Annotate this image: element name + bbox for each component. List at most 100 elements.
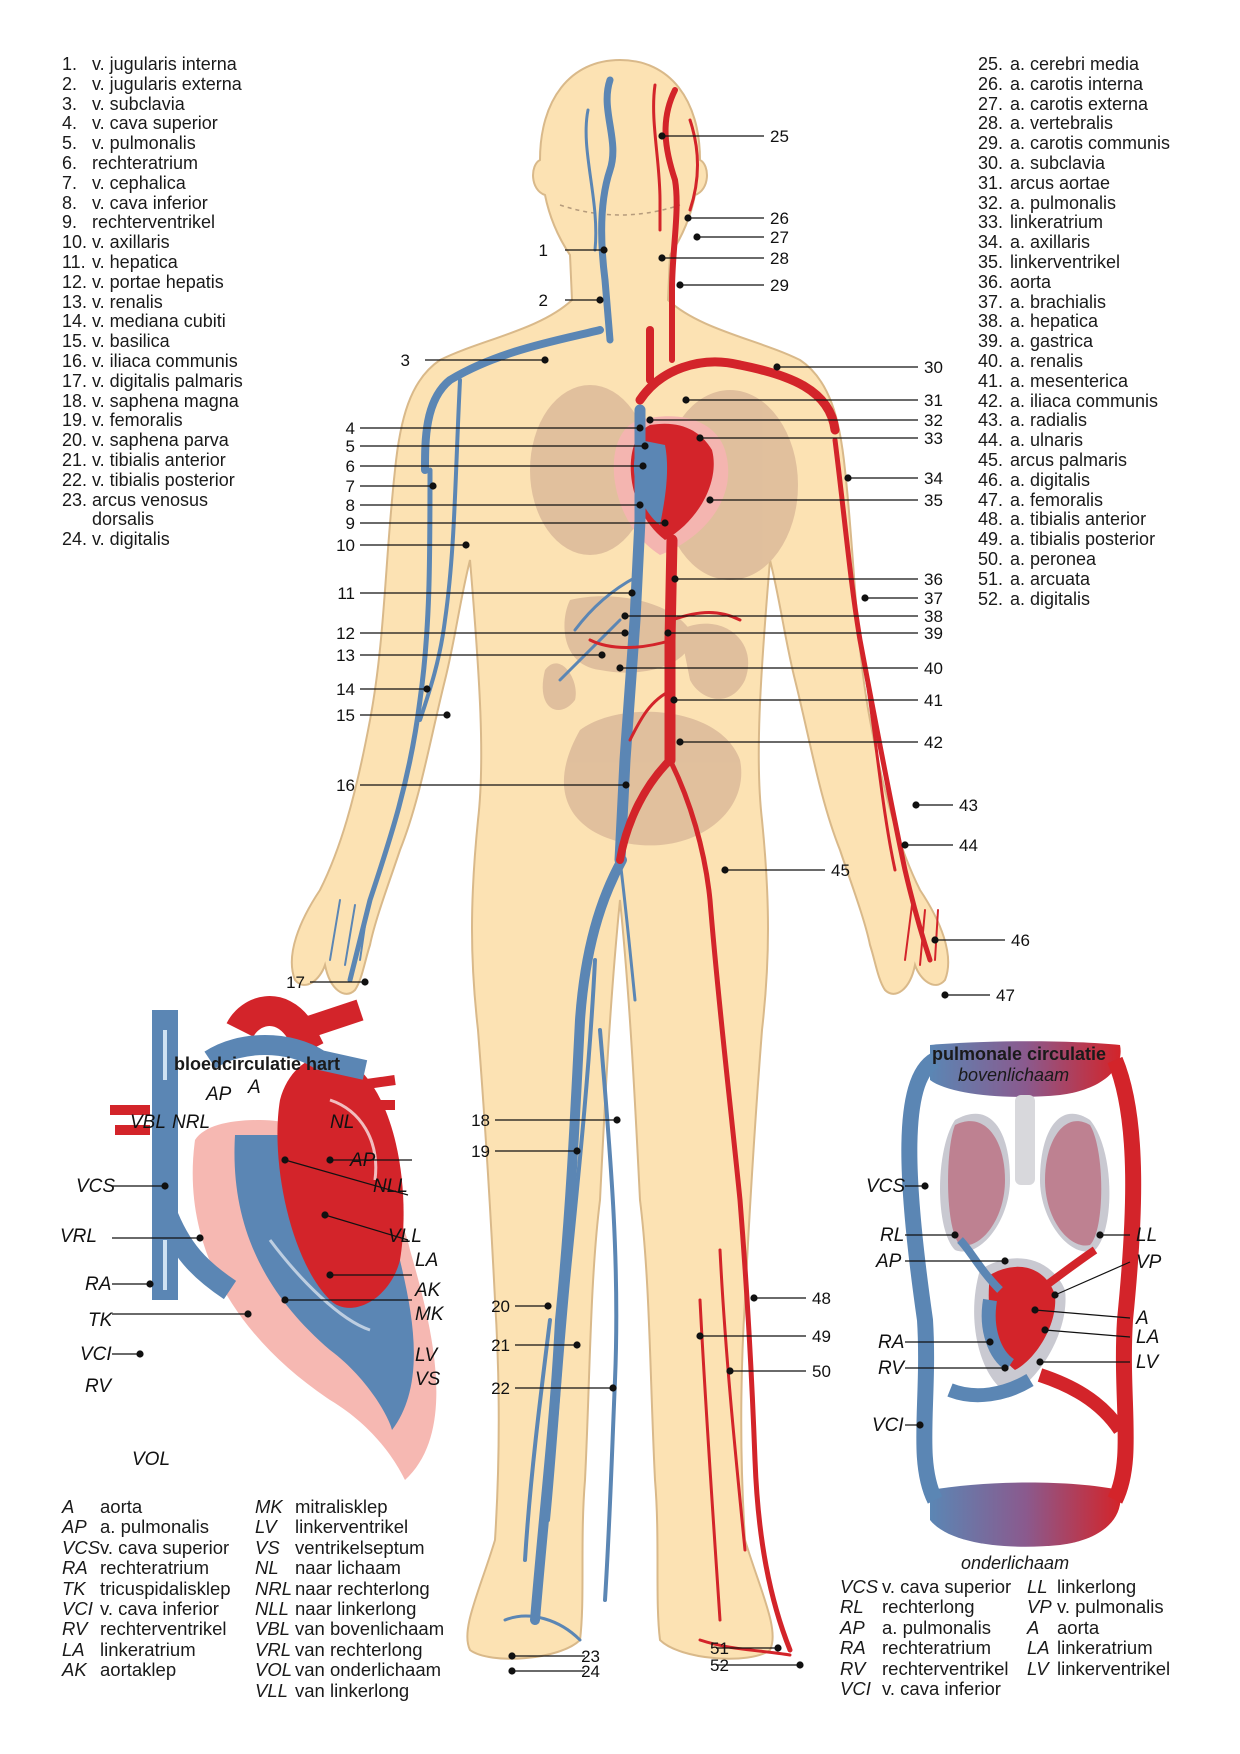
label-ap: AP [349, 1150, 376, 1171]
abbr-item-text: linkerventrikel [295, 1516, 409, 1538]
abbr-item-key: MK [255, 1496, 283, 1517]
legend-item-text: rechterventrikel [92, 212, 216, 233]
label-vci: VCI [80, 1344, 112, 1365]
label-vcs: VCS [866, 1176, 905, 1197]
legend-item-key: 19. [62, 410, 88, 431]
legend-item: 23.arcus venosus [62, 489, 243, 511]
legend-item-key: 12. [62, 271, 88, 292]
legend-item-key: 47. [978, 489, 1004, 510]
legend-item-key: 36. [978, 271, 1004, 292]
label-15: 15 [336, 706, 355, 725]
legend-item: 36.aorta [978, 271, 1170, 293]
label-vrl: VRL [60, 1226, 97, 1247]
legend-item-text: a. gastrica [1010, 331, 1094, 352]
legend-item-text: v. hepatica [92, 251, 178, 272]
abbr-item-key: TK [62, 1577, 86, 1599]
abbr-item-text: v. pulmonalis [1057, 1596, 1164, 1618]
label-vol: VOL [132, 1449, 170, 1470]
legend-item: 27.a. carotis externa [978, 93, 1170, 115]
legend-item: 5.v. pulmonalis [62, 133, 243, 154]
label-ra: RA [878, 1332, 904, 1353]
body-number-labels: 1234567891011121314151617181920212223242… [286, 127, 1030, 1681]
legend-item: 3.v. subclavia [62, 93, 243, 115]
legend-item: 13.v. renalis [62, 292, 243, 313]
legend-item-text: a. pulmonalis [1010, 192, 1117, 213]
legend-item-text: a. cerebri media [1010, 54, 1140, 74]
legend-item: 26.a. carotis interna [978, 74, 1170, 95]
abbr-item-text: van bovenlichaam [295, 1618, 445, 1640]
abbr-item-key: VCI [840, 1678, 871, 1700]
legend-item-text: v. jugularis externa [92, 73, 242, 94]
legend-item: 1.v. jugularis interna [62, 54, 243, 75]
legend-item: 6.rechteratrium [62, 153, 243, 174]
legend-item: 49.a. tibialis posterior [978, 529, 1170, 550]
legend-item-text: arcus venosus [92, 489, 209, 510]
legend-item-key: 15. [62, 331, 88, 352]
label-18: 18 [471, 1111, 490, 1130]
label-46: 46 [1011, 931, 1030, 950]
label-1: 1 [539, 241, 548, 260]
legend-item-key: 42. [978, 390, 1004, 411]
legend-item-key: 2. [62, 73, 78, 94]
legend-item-text: a. radialis [1010, 410, 1088, 431]
label-38: 38 [924, 607, 943, 626]
abbr-item-key: VS [255, 1536, 280, 1558]
legend-item-key: 33. [978, 212, 1004, 233]
label-27: 27 [770, 228, 789, 247]
abbr-item-key: AP [840, 1616, 865, 1638]
label-nrl: NRL [172, 1112, 210, 1133]
legend-item-text: v. basilica [92, 331, 170, 352]
abbr-item-key: RA [840, 1637, 866, 1659]
label-28: 28 [770, 249, 789, 268]
legend-item-text: linkerventrikel [1010, 251, 1121, 272]
abbr-item-key: LA [1027, 1637, 1050, 1659]
legend-item-text: a. subclavia [1010, 152, 1106, 173]
legend-item-text: a. tibialis posterior [1010, 529, 1156, 550]
abbr-item-text: rechterventrikel [882, 1657, 1009, 1679]
label-10: 10 [336, 536, 355, 555]
legend-item-key: 1. [62, 54, 78, 74]
label-vci: VCI [872, 1415, 904, 1436]
legend-item-key: 27. [978, 93, 1004, 114]
legend-item-text: v. saphena magna [92, 390, 239, 411]
legend-item-key: 8. [62, 192, 78, 213]
legend-item-key: 23. [62, 489, 88, 510]
legend-item-text: v. axillaris [92, 232, 170, 253]
legend-item: 21.v. tibialis anterior [62, 449, 243, 471]
legend-item: 33. linkeratrium [978, 213, 1170, 233]
veins [329, 76, 646, 1642]
abbr-item-text: van linkerlong [295, 1679, 410, 1701]
legend-item-key: 46. [978, 469, 1004, 490]
abbr-item-key: RV [840, 1657, 866, 1679]
abbr-item-key: VBL [255, 1618, 290, 1640]
legend-item-text: v. cava superior [92, 113, 218, 134]
legend-item-key: 5. [62, 133, 78, 154]
legend-item-text: v. tibialis anterior [92, 449, 226, 470]
legend-item: 42.a. iliaca communis [978, 390, 1170, 412]
abbr-item-text: naar rechterlong [295, 1577, 430, 1599]
legend-item-key: 3. [62, 93, 78, 114]
legend-item-key: 30. [978, 152, 1004, 173]
legend-item-text: linkeratrium [1010, 212, 1104, 233]
legend-item-key: 43. [978, 410, 1004, 431]
abbr-item-text: ventrikelseptum [295, 1536, 425, 1558]
abbr-item-text: aortaklep [100, 1659, 177, 1681]
label-36: 36 [924, 570, 943, 589]
abbr-item-key: AP [62, 1516, 87, 1538]
legend-item-text: v. cephalica [92, 172, 186, 193]
legend-item-text: a. mesenterica [1010, 370, 1129, 391]
abbr-item-text: linkeratrium [100, 1638, 196, 1660]
abbr-item-text: rechteratrium [100, 1557, 209, 1579]
legend-item-key: 10. [62, 232, 88, 253]
abbr-item-key: LL [1027, 1576, 1048, 1597]
